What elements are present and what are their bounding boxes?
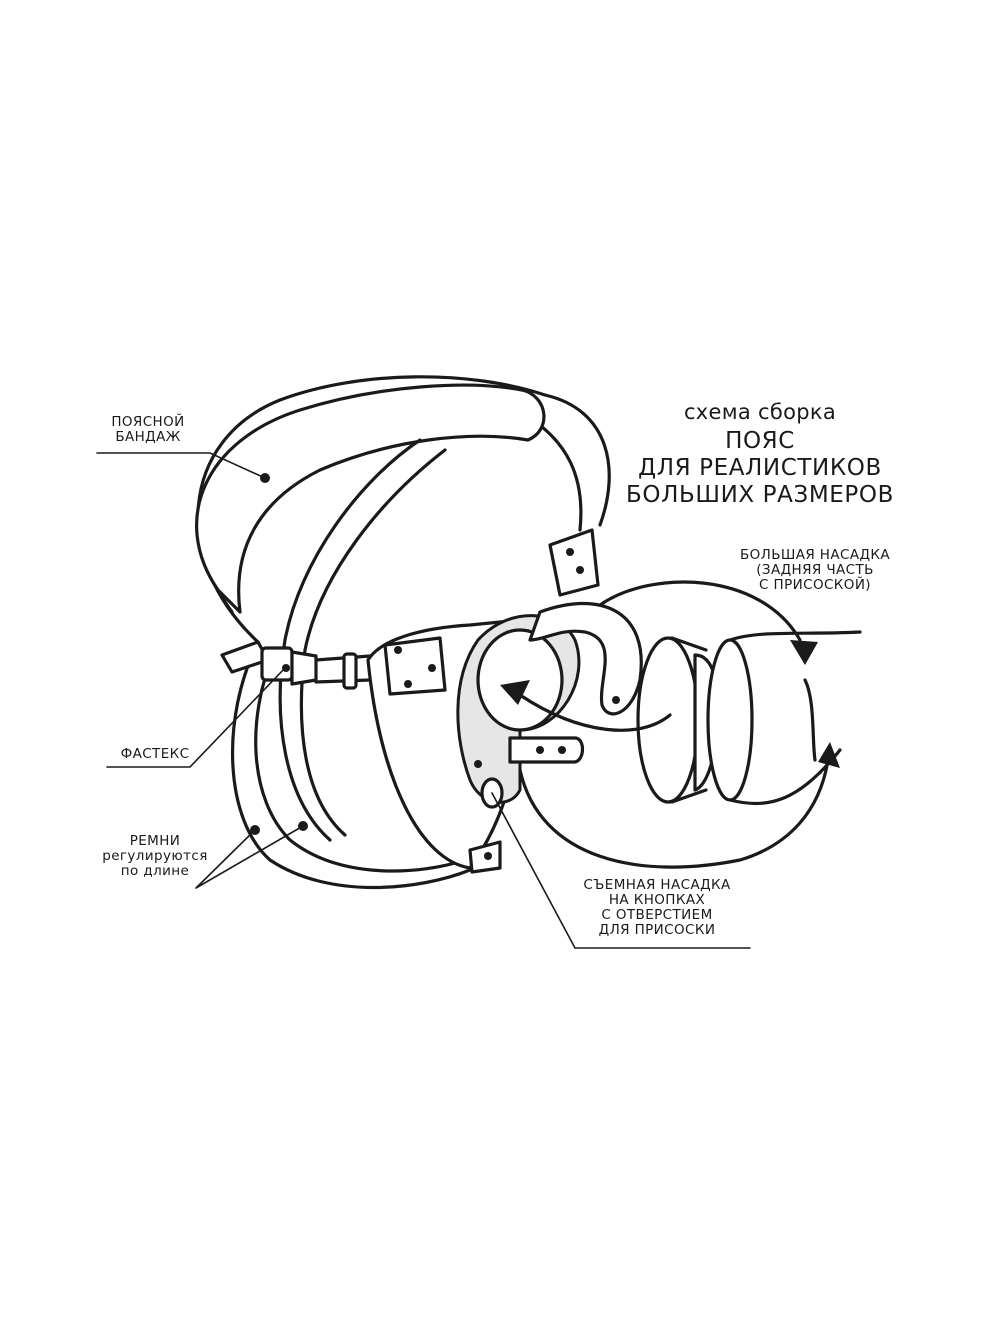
label-removable-attachment-line: СЪЕМНАЯ НАСАДКА: [583, 877, 731, 893]
assembly-arrows: [500, 580, 840, 869]
diagram-title-line-1: ПОЯС: [725, 428, 795, 454]
diagram-title-line-2: ДЛЯ РЕАЛИСТИКОВ: [638, 455, 882, 481]
leader-lines: [96, 452, 751, 949]
label-straps-line: по длине: [120, 863, 190, 879]
label-straps-line: РЕМНИ: [129, 833, 181, 849]
label-straps-line: регулируются: [102, 848, 208, 864]
diagram-title-line-3: БОЛЬШИХ РАЗМЕРОВ: [626, 482, 894, 508]
label-removable-attachment-line: НА КНОПКАХ: [608, 892, 706, 908]
label-waist-bandage-line: БАНДАЖ: [115, 429, 181, 445]
fastex-buckle: [220, 640, 372, 690]
waist-bandage-pad: [195, 383, 546, 614]
label-large-attachment: БОЛЬШАЯ НАСАДКА (ЗАДНЯЯ ЧАСТЬ С ПРИСОСКО…: [725, 548, 905, 593]
label-large-attachment-line: (ЗАДНЯЯ ЧАСТЬ: [756, 562, 874, 578]
ring-holder-strap: [508, 602, 643, 764]
label-fastex: ФАСТЕКС: [120, 746, 190, 762]
label-removable-attachment: СЪЕМНАЯ НАСАДКА НА КНОПКАХ С ОТВЕРСТИЕМ …: [572, 878, 742, 938]
removable-attachment: [456, 614, 581, 874]
large-attachment-suction-cup: [636, 630, 862, 806]
label-waist-bandage: ПОЯСНОЙ БАНДАЖ: [98, 415, 198, 445]
leg-straps: [230, 438, 472, 890]
diagram-subtitle: схема сборка: [683, 400, 837, 424]
label-straps: РЕМНИ регулируются по длине: [95, 834, 215, 879]
label-large-attachment-line: БОЛЬШАЯ НАСАДКА: [739, 547, 891, 563]
label-removable-attachment-line: С ОТВЕРСТИЕМ: [601, 907, 713, 923]
label-large-attachment-line: С ПРИСОСКОЙ): [759, 577, 871, 593]
label-waist-bandage-line: ПОЯСНОЙ: [111, 414, 185, 430]
label-removable-attachment-line: ДЛЯ ПРИСОСКИ: [598, 922, 716, 938]
